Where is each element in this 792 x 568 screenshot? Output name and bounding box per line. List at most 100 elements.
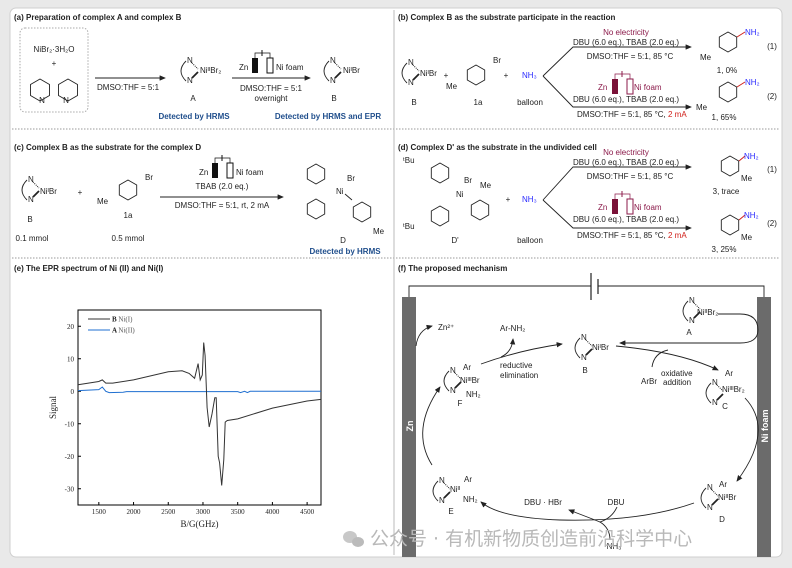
chelate-ligand: NN (574, 333, 593, 362)
br-substituent: Br (493, 56, 501, 65)
complex-b-formula: NiᴵBr (40, 187, 57, 196)
substrate-label: 1a (124, 211, 133, 220)
br-ligand: Br (464, 176, 472, 185)
nibr2-reagent: NiBr₂·3H₂O (34, 45, 75, 54)
me-substituent: Me (741, 174, 753, 183)
y-tick-label: 10 (67, 355, 75, 363)
n-atom: N (712, 398, 718, 407)
amination-arrow (480, 501, 695, 521)
aryl-group: Ar (464, 475, 472, 484)
condition: DMSO:THF = 5:1, 85 °C, 2 mA (577, 110, 687, 119)
tolyl-ring (352, 201, 372, 223)
coordination-bond (334, 62, 342, 70)
series-line-B (77, 342, 322, 486)
complex-a-label: A (686, 328, 692, 337)
electrochemical-cell-icon (612, 191, 634, 215)
panel-c: (c) Complex B as the substrate for the c… (14, 143, 385, 256)
current-value: 2 mA (668, 231, 687, 240)
tbu-group: ᵗBu (403, 222, 415, 231)
oxidation-arrow (415, 324, 433, 347)
watermark-text: 公众号 · 有机新物质创造前沿科学中心 (370, 528, 692, 550)
zn-label: Zn (239, 63, 248, 72)
aryl-group: Ar (725, 369, 733, 378)
chelate-ligand: NN (21, 175, 40, 204)
c-n-bond (738, 214, 746, 221)
ring-bond (30, 78, 50, 102)
wechat-icon (352, 537, 364, 547)
complex-f-formula: NiᴵᴵᴵBr (460, 376, 480, 385)
aryl-group: Ar (463, 363, 471, 372)
ammonia: NH₃ (522, 71, 537, 80)
product-ring (718, 31, 738, 53)
chelate-ligand: NN (401, 58, 420, 87)
series-line-A (77, 386, 321, 394)
zn-electrode-icon (612, 79, 618, 94)
ligand-backbone (574, 337, 581, 359)
chelate-ligand: NN (705, 378, 724, 407)
reduction-arrow (619, 313, 759, 346)
zn-label: Zn (598, 83, 607, 92)
complex-b-label: B (27, 215, 32, 224)
electrochemical-cell-icon (612, 71, 634, 95)
deprotonation-arrow (422, 386, 441, 466)
chelate-ligand: NN (443, 366, 462, 395)
n-atom: N (63, 96, 69, 105)
plus-sign: + (504, 71, 509, 80)
branch-arrow (542, 75, 692, 110)
product-ar-nh2: Ar-NH₂ (500, 324, 525, 333)
panel-e: (e) The EPR spectrum of Ni (II) and Ni(I… (14, 264, 322, 529)
pyridine-ring (430, 205, 450, 227)
br-ligand: Br (347, 174, 355, 183)
panel-d: (d) Complex D' as the substrate in the u… (398, 143, 777, 254)
panel-e-title: (e) The EPR spectrum of Ni (II) and Ni(I… (14, 264, 164, 273)
amount: 0.1 mmol (16, 234, 49, 243)
product-ring (720, 214, 740, 236)
step-label: reductive (500, 361, 533, 370)
ni-electrode-icon (626, 78, 634, 95)
br-substituent: Br (145, 173, 153, 182)
n-atom: N (707, 503, 713, 512)
n-atom: N (330, 56, 336, 65)
x-tick-label: 2000 (127, 508, 142, 516)
condition: DMSO:THF = 5:1 (240, 84, 303, 93)
me-substituent: Me (700, 53, 712, 62)
zn-label: Zn (598, 203, 607, 212)
x-tick-label: 4000 (265, 508, 280, 516)
n-atom: N (689, 296, 695, 305)
chelate-ligand: NN (180, 56, 199, 85)
branch-arrow (542, 164, 692, 201)
condition: DBU (6.0 eq.), TBAB (2.0 eq.) (573, 158, 679, 167)
legend-label: B Ni(I) (112, 316, 133, 324)
n-atom: N (187, 56, 193, 65)
complex-e-label: E (448, 507, 453, 516)
x-tick-label: 4500 (300, 508, 315, 516)
n-atom: N (689, 316, 695, 325)
complex-a-formula: NiᴵᴵBr₂ (697, 308, 718, 317)
ligand-backbone (705, 382, 712, 404)
product-ring (718, 81, 738, 103)
plot-frame (77, 309, 322, 506)
product-ring (720, 155, 740, 177)
complex-c-formula: NiᴵᴵᴵBr₂ (722, 385, 745, 394)
chelate-ligand: NN (700, 483, 719, 512)
coordination-bond (412, 64, 420, 72)
legend-series-name: A (112, 327, 118, 335)
condition: DBU (6.0 eq.), TBAB (2.0 eq.) (573, 95, 679, 104)
condition-text: DMSO:THF = 5:1, 85 °C, (577, 110, 668, 119)
panel-b-title: (b) Complex B as the substrate participa… (398, 13, 615, 22)
arbr-reagent: ArBr (641, 377, 657, 386)
equation-number: (1) (767, 42, 777, 51)
x-tick-label: 1500 (92, 508, 107, 516)
condition: TBAB (2.0 eq.) (196, 182, 249, 191)
ligand-backbone (682, 300, 689, 322)
ni-electrode-icon (226, 162, 234, 179)
current-value: 2 mA (668, 110, 687, 119)
detection-note: Detected by HRMS (158, 112, 230, 121)
c-n-bond (736, 31, 746, 38)
coordination-bond (334, 71, 342, 79)
ring-bond (306, 198, 326, 220)
ring-bond (430, 162, 450, 184)
plus-sign: + (78, 188, 83, 197)
nh2-ligand: NH₂ (466, 390, 481, 399)
